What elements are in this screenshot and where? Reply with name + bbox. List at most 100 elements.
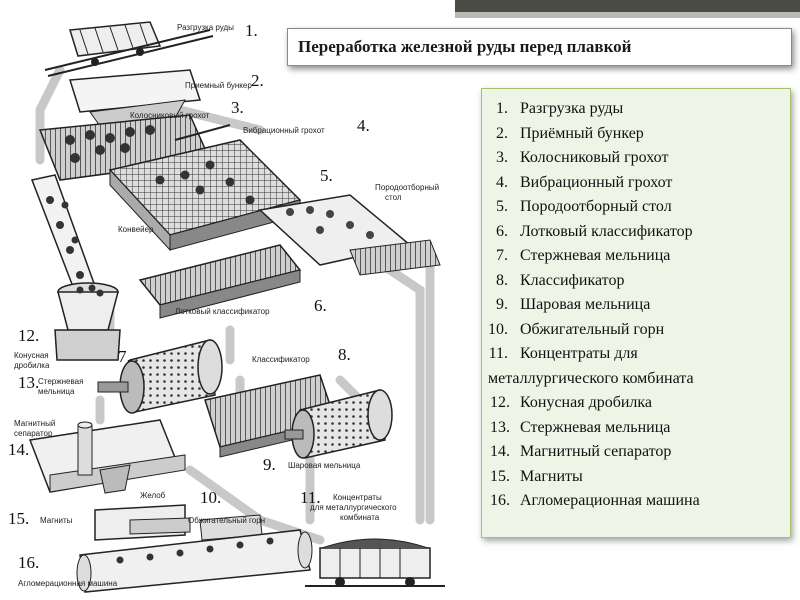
label-bunker: Приемный бункер <box>185 81 252 90</box>
number-13: 13. <box>18 373 39 392</box>
label-conc-1: Концентраты <box>333 493 382 502</box>
number-9: 9. <box>263 455 276 474</box>
legend-item: 5. Породоотборный стол <box>482 195 782 220</box>
legend-item-text: Разгрузка руды <box>520 100 624 117</box>
legend-item-text: Стержневая мельница <box>520 418 671 436</box>
slide-top-bar <box>455 0 800 12</box>
number-7: 7. <box>118 347 131 366</box>
magnetic-separator <box>28 419 186 494</box>
picking-table <box>258 194 441 276</box>
label-cone-2: дробилка <box>14 361 50 370</box>
number-10: 10. <box>200 488 221 507</box>
legend-item-text: Обжигательный горн <box>520 320 665 338</box>
legend-item-text: Шаровая мельница <box>520 296 651 313</box>
label-trough: Лотковый классификатор <box>175 307 270 316</box>
receiving-bunker <box>69 69 202 127</box>
legend-item-text: Магниты <box>520 467 583 485</box>
legend-item-number: 10. <box>488 320 508 338</box>
legend-item-number: 3. <box>496 149 508 166</box>
cone-crusher <box>54 282 121 361</box>
legend-item-number: 4. <box>496 173 508 191</box>
legend-item-text: Колосниковый грохот <box>520 149 669 166</box>
label-vibro: Вибрационный грохот <box>243 126 325 135</box>
label-ball: Шаровая мельница <box>288 461 361 470</box>
legend-item: 4. Вибрационный грохот <box>482 171 782 196</box>
legend-item-number: 16. <box>490 492 510 509</box>
legend-item-number: 5. <box>496 198 508 215</box>
legend-item: 13. Стержневая мельница <box>482 416 782 441</box>
diagram-labels: Разгрузка руды Приемный бункер Колоснико… <box>14 23 439 588</box>
legend-item: 12. Конусная дробилка <box>482 391 782 416</box>
label-conc-3: комбината <box>340 513 380 522</box>
legend-item-text: Породоотборный стол <box>520 198 672 215</box>
number-8: 8. <box>338 345 351 364</box>
vibration-screen <box>108 124 302 252</box>
label-table-2: стол <box>385 193 402 202</box>
label-magsep-1: Магнитный <box>14 419 55 428</box>
slide-top-bar-stripe <box>455 12 800 18</box>
legend-item-text: Конусная дробилка <box>520 394 653 411</box>
unloading-car <box>44 21 214 77</box>
number-16: 16. <box>18 553 39 572</box>
legend-item-number: 13. <box>490 418 510 436</box>
number-12: 12. <box>18 326 39 345</box>
legend-item-number: 11. <box>488 345 508 362</box>
legend-item: 8. Классификатор <box>482 269 782 294</box>
number-3: 3. <box>231 98 244 117</box>
legend-item-number: 15. <box>490 467 510 485</box>
legend-item-number: 6. <box>496 222 508 240</box>
slide-title: Переработка железной руды перед плавкой <box>298 37 632 56</box>
legend-item-text: Магнитный сепаратор <box>520 443 672 460</box>
legend-item: 16. Агломерационная машина <box>482 489 782 514</box>
legend-item-text: Приёмный бункер <box>520 124 644 142</box>
legend-item: 1. Разгрузка руды <box>482 97 782 122</box>
label-cone-1: Конусная <box>14 351 49 360</box>
label-conc-2: для металлургического <box>310 503 397 512</box>
legend-item-text: Стержневая мельница <box>520 247 671 264</box>
legend-item: 2. Приёмный бункер <box>482 122 782 147</box>
label-grate: Колосниковый грохот <box>130 111 210 120</box>
sintering-machine <box>76 529 313 593</box>
concentrate-car <box>305 538 445 587</box>
label-kiln: Обжигательный горн <box>188 516 265 525</box>
legend-item: 10. Обжигательный горн <box>482 318 782 343</box>
legend-item-text: Концентраты для <box>520 345 638 362</box>
label-magnets: Магниты <box>40 516 73 525</box>
rod-mill <box>97 339 223 414</box>
label-unloading: Разгрузка руды <box>177 23 234 32</box>
legend-item: 11. Концентраты для <box>482 342 782 367</box>
legend-item-text: Вибрационный грохот <box>520 173 673 191</box>
number-11: 11. <box>300 488 321 507</box>
label-chute: Желоб <box>140 491 166 500</box>
legend-item-number: 2. <box>496 124 508 142</box>
number-6: 6. <box>314 296 327 315</box>
legend-item: 15. Магниты <box>482 465 782 490</box>
legend-item-number: 1. <box>496 100 508 117</box>
label-sinter: Агломерационная машина <box>18 579 118 588</box>
legend-item-number: 12. <box>490 394 510 411</box>
legend-list: 1. Разгрузка руды 2. Приёмный бункер 3. Колос… <box>482 97 782 514</box>
legend-item-number: 8. <box>496 271 508 289</box>
legend-item: 14.Магнитный сепаратор <box>482 440 782 465</box>
legend-item-text: Лотковый классификатор <box>520 222 693 240</box>
magnets <box>94 504 191 541</box>
label-rod-2: мельница <box>38 387 75 396</box>
ball-mill <box>284 389 393 459</box>
slide-title-box: Переработка железной руды перед плавкой <box>287 28 792 66</box>
legend-item: 6. Лотковый классификатор <box>482 220 782 245</box>
legend-item-text: Классификатор <box>520 271 625 289</box>
number-14: 14. <box>8 440 29 459</box>
legend-item-text: Агломерационная машина <box>520 492 700 509</box>
legend-item-number: 7. <box>496 247 508 264</box>
label-rod-1: Стержневая <box>38 377 83 386</box>
trough-classifier <box>138 244 302 319</box>
legend-box: 1. Разгрузка руды 2. Приёмный бункер 3. Колос… <box>481 88 791 538</box>
label-magsep-2: сепаратор <box>14 429 53 438</box>
number-4: 4. <box>357 116 370 135</box>
label-conveyor: Конвейер <box>118 225 154 234</box>
legend-item: 3. Колосниковый грохот <box>482 146 782 171</box>
legend-item: 7. Стержневая мельница <box>482 244 782 269</box>
legend-item-text-continued: металлургического комбината <box>488 369 694 387</box>
legend-item-number: 9. <box>496 296 508 313</box>
